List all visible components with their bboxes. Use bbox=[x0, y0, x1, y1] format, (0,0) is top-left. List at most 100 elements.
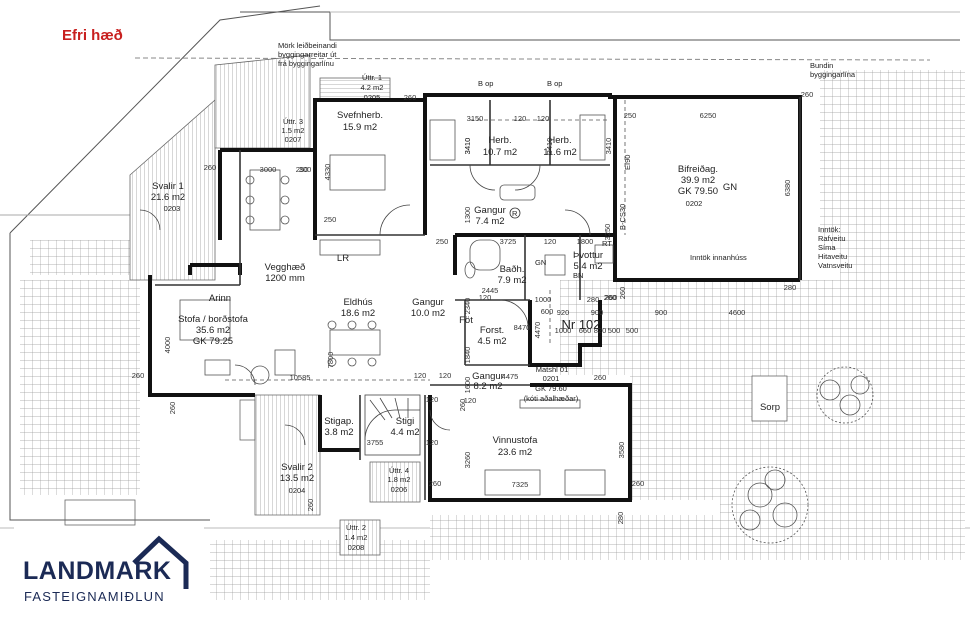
vegghaed-value: 1200 mm bbox=[265, 273, 305, 284]
dimension-label: 120 bbox=[514, 114, 527, 123]
dimension-label: 280 bbox=[784, 283, 797, 292]
bilskur-area: 39.9 m2 bbox=[681, 175, 715, 186]
dimension-label: 260 bbox=[168, 402, 177, 415]
dimension-label: 2340 bbox=[463, 298, 472, 315]
bn-label: BN bbox=[573, 271, 583, 280]
landmark-logo: LANDMARK FASTEIGNAMIÐLUN bbox=[14, 527, 204, 609]
dimension-label: 250 bbox=[296, 165, 309, 174]
vinnustofa-name: Vinnustofa bbox=[493, 435, 538, 446]
herb1-area: 10.7 m2 bbox=[483, 147, 517, 158]
dimension-label: 260 bbox=[306, 499, 315, 512]
dimension-label: 1800 bbox=[577, 237, 594, 246]
dimension-label: 280 bbox=[587, 295, 600, 304]
dimension-label: 3150 bbox=[467, 114, 484, 123]
gangur-mid-name: Gangur bbox=[412, 297, 444, 308]
dimension-label: 10585 bbox=[290, 373, 311, 382]
dimension-label: 3410 bbox=[463, 138, 472, 155]
stigap-area: 3.8 m2 bbox=[324, 427, 353, 438]
dimension-label: 260 bbox=[458, 399, 467, 412]
dashed-lines bbox=[225, 100, 626, 381]
dimension-label: 900 bbox=[655, 308, 668, 317]
dimension-label: 920 bbox=[557, 308, 570, 317]
dimension-label: 260 bbox=[632, 479, 645, 488]
dimension-label: 120 bbox=[439, 371, 452, 380]
dimension-label: 500 bbox=[608, 326, 621, 335]
dimension-label: 660 bbox=[579, 326, 592, 335]
nr-label: Nr 102 bbox=[561, 317, 600, 332]
inntak-list-2: Síma bbox=[818, 243, 836, 252]
svalir2-area: 13.5 m2 bbox=[280, 473, 314, 484]
dimension-label: 120 bbox=[479, 293, 492, 302]
dimension-label: 260 bbox=[404, 93, 417, 102]
sorp-label: Sorp bbox=[760, 402, 780, 413]
stigi-name: Stigi bbox=[396, 416, 414, 427]
svefnherb-area: 15.9 m2 bbox=[343, 122, 377, 133]
dimension-label: 260 bbox=[605, 293, 618, 302]
dimension-label: 4000 bbox=[163, 337, 172, 354]
dimension-label: 260 bbox=[801, 90, 814, 99]
gangur-low-name: Gangur bbox=[472, 371, 504, 382]
bad-name: Baðh. bbox=[500, 264, 525, 275]
paved-areas bbox=[20, 70, 965, 600]
dimension-label: 4330 bbox=[323, 164, 332, 181]
dimension-label: 3755 bbox=[367, 438, 384, 447]
bcs-label: B-CS30 bbox=[618, 204, 627, 230]
dimension-label: 280 bbox=[616, 512, 625, 525]
gangur-low-area: 8.2 m2 bbox=[473, 381, 502, 392]
uttr2-name: Úttr. 2 bbox=[346, 523, 366, 532]
dimension-label: 120 bbox=[537, 114, 550, 123]
furniture bbox=[179, 114, 614, 496]
dimension-label: 3410 bbox=[463, 138, 472, 155]
b-op-1: B op bbox=[478, 79, 493, 88]
dimension-label: 3410 bbox=[604, 138, 613, 155]
dimension-label: 260 bbox=[429, 479, 442, 488]
vegghaed-name: Vegghæð bbox=[265, 262, 306, 273]
lr-label: LR bbox=[337, 253, 349, 264]
eldhus-name: Eldhús bbox=[343, 297, 372, 308]
logo-tagline: FASTEIGNAMIÐLUN bbox=[24, 589, 165, 604]
inntak-list-4: Vatnsveitu bbox=[818, 261, 852, 270]
bad-area: 7.9 m2 bbox=[497, 275, 526, 286]
herb2-name: Herb. bbox=[548, 135, 571, 146]
decks bbox=[129, 54, 421, 556]
uttr1-code: 0205 bbox=[364, 93, 381, 102]
thvottur-area: 5.4 m2 bbox=[573, 261, 602, 272]
gn-label: GN bbox=[535, 258, 546, 267]
inntak-inn: Inntök innanhúss bbox=[690, 253, 747, 262]
bundin-line1: Bundin bbox=[810, 61, 833, 70]
uttr4-area: 1.8 m2 bbox=[388, 475, 411, 484]
dimension-label: 250 bbox=[436, 237, 449, 246]
dimension-label: 260 bbox=[204, 163, 217, 172]
bundin-line2: byggingarlína bbox=[810, 70, 856, 79]
outdoor bbox=[64, 375, 788, 526]
stigap-name: Stigap. bbox=[324, 416, 354, 427]
dimension-label: 900 bbox=[591, 308, 604, 317]
mork-line3: frá byggingarlínu bbox=[278, 59, 334, 68]
b-op-2: B op bbox=[547, 79, 562, 88]
rt-label: RT bbox=[602, 239, 612, 248]
dimension-label: 260 bbox=[618, 287, 627, 300]
gangur-low-note: (kóti aðalhæðar) bbox=[524, 394, 579, 403]
uttr2-code: 0208 bbox=[348, 543, 365, 552]
dimension-label: 6380 bbox=[783, 180, 792, 197]
bilskur-name: Bifreiðag. bbox=[678, 164, 718, 175]
uttr4-code: 0206 bbox=[391, 485, 408, 494]
gangur-top-name: Gangur bbox=[474, 205, 506, 216]
dimension-label: 6250 bbox=[700, 111, 717, 120]
room-labels: Svefnherb. 15.9 m2 Herb. 10.7 m2 Herb. 1… bbox=[151, 73, 780, 552]
dimension-label: 4470 bbox=[533, 322, 542, 339]
interior-walls bbox=[155, 97, 801, 500]
dimension-label: 2445 bbox=[482, 286, 499, 295]
uttr2-area: 1.4 m2 bbox=[345, 533, 368, 542]
uttr1-name: Úttr. 1 bbox=[362, 73, 382, 82]
dimension-label: 300 bbox=[299, 165, 312, 174]
notes: B op B op Bundin byggingarlína Mörk leið… bbox=[278, 41, 856, 280]
uttr3-name: Úttr. 3 bbox=[283, 117, 303, 126]
dimension-label: 8470 bbox=[514, 323, 531, 332]
herb1-name: Herb. bbox=[488, 135, 511, 146]
dimension-label: 3250 bbox=[603, 224, 612, 241]
dimension-label: 1600 bbox=[463, 377, 472, 394]
dimension-label: 1000 bbox=[535, 295, 552, 304]
